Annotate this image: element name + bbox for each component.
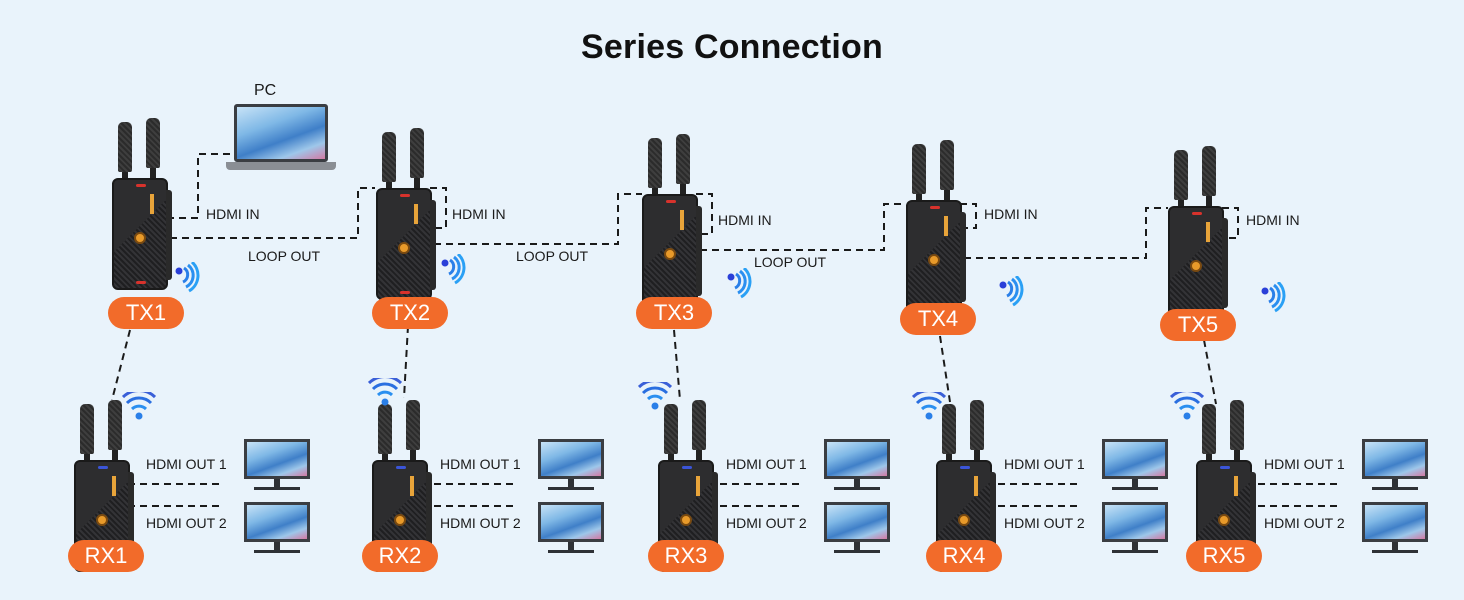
tx4-to-tx5-cable <box>964 207 1168 259</box>
antenna <box>912 144 926 204</box>
tx3-rx3-link <box>673 329 681 401</box>
laptop-icon <box>226 104 336 178</box>
hdmi-out-1-label: HDMI OUT 1 <box>440 456 521 472</box>
tx1-to-tx2-cable <box>170 187 375 239</box>
antenna <box>108 400 122 460</box>
hdmi-in-label: HDMI IN <box>206 206 260 222</box>
hdmi-out-1-label: HDMI OUT 1 <box>1004 456 1085 472</box>
wifi-icon <box>1261 282 1286 313</box>
antenna <box>378 404 392 464</box>
rx-badge: RX2 <box>362 540 438 572</box>
rx-badge: RX5 <box>1186 540 1262 572</box>
monitor-icon <box>1102 439 1168 493</box>
tx-badge: TX1 <box>108 297 184 329</box>
antenna <box>406 400 420 460</box>
antenna <box>940 140 954 200</box>
monitor-icon <box>244 439 310 493</box>
monitor-icon <box>1362 439 1428 493</box>
antenna <box>1174 150 1188 210</box>
tx3-hdmi-in-bracket <box>696 193 713 235</box>
wifi-icon <box>912 392 946 420</box>
antenna <box>648 138 662 198</box>
antenna <box>410 128 424 188</box>
wifi-icon <box>1170 392 1204 420</box>
tx2-rx2-link <box>403 325 409 399</box>
rx-badge: RX4 <box>926 540 1002 572</box>
tx1-rx1-link <box>111 329 131 401</box>
hdmi-out-1-label: HDMI OUT 1 <box>1264 456 1345 472</box>
tx4-hdmi-in-bracket <box>960 203 977 229</box>
antenna <box>1202 404 1216 464</box>
tx2-to-tx3-cable <box>434 193 642 245</box>
hdmi-out-2-label: HDMI OUT 2 <box>1264 515 1345 531</box>
hdmi-in-label: HDMI IN <box>1246 212 1300 228</box>
monitor-icon <box>1102 502 1168 556</box>
monitor-icon <box>244 502 310 556</box>
transmitter-device <box>642 134 704 306</box>
pc-to-tx1-cable <box>170 153 230 219</box>
hdmi-out-2-label: HDMI OUT 2 <box>726 515 807 531</box>
monitor-icon <box>1362 502 1428 556</box>
page-title: Series Connection <box>581 28 883 66</box>
antenna <box>970 400 984 460</box>
tx-badge: TX3 <box>636 297 712 329</box>
tx3-to-tx4-cable <box>700 203 906 251</box>
transmitter-device <box>906 140 968 312</box>
rx-badge: RX3 <box>648 540 724 572</box>
wifi-icon <box>122 392 156 420</box>
hdmi-out-1-label: HDMI OUT 1 <box>726 456 807 472</box>
wifi-icon <box>727 268 752 299</box>
antenna <box>382 132 396 192</box>
antenna <box>146 118 160 178</box>
loop-out-label: LOOP OUT <box>248 248 321 264</box>
hdmi-out-2-label: HDMI OUT 2 <box>146 515 227 531</box>
loop-out-label: LOOP OUT <box>516 248 589 264</box>
antenna <box>1230 400 1244 460</box>
monitor-icon <box>824 502 890 556</box>
antenna <box>942 404 956 464</box>
monitor-icon <box>538 439 604 493</box>
antenna <box>692 400 706 460</box>
tx-badge: TX2 <box>372 297 448 329</box>
monitor-icon <box>824 439 890 493</box>
pc-label: PC <box>254 82 277 99</box>
monitor-icon <box>538 502 604 556</box>
antenna <box>80 404 94 464</box>
loop-out-label: LOOP OUT <box>754 254 827 270</box>
rx-badge: RX1 <box>68 540 144 572</box>
wifi-icon <box>175 262 200 293</box>
hdmi-out-2-label: HDMI OUT 2 <box>440 515 521 531</box>
hdmi-in-label: HDMI IN <box>718 212 772 228</box>
tx-badge: TX4 <box>900 303 976 335</box>
wifi-icon <box>999 276 1024 307</box>
tx5-rx5-link <box>1203 339 1217 405</box>
hdmi-in-label: HDMI IN <box>984 206 1038 222</box>
wifi-icon <box>441 254 466 285</box>
tx-badge: TX5 <box>1160 309 1236 341</box>
transmitter-device <box>112 118 174 290</box>
antenna <box>1202 146 1216 206</box>
antenna <box>676 134 690 194</box>
wifi-icon <box>638 382 672 410</box>
antenna <box>664 404 678 464</box>
tx2-hdmi-in-bracket <box>430 187 447 229</box>
hdmi-in-label: HDMI IN <box>452 206 506 222</box>
transmitter-device <box>1168 146 1230 318</box>
antenna <box>118 122 132 182</box>
hdmi-out-2-label: HDMI OUT 2 <box>1004 515 1085 531</box>
tx5-hdmi-in-bracket <box>1222 207 1239 239</box>
hdmi-out-1-label: HDMI OUT 1 <box>146 456 227 472</box>
wifi-icon <box>368 378 402 406</box>
transmitter-device <box>376 128 438 300</box>
